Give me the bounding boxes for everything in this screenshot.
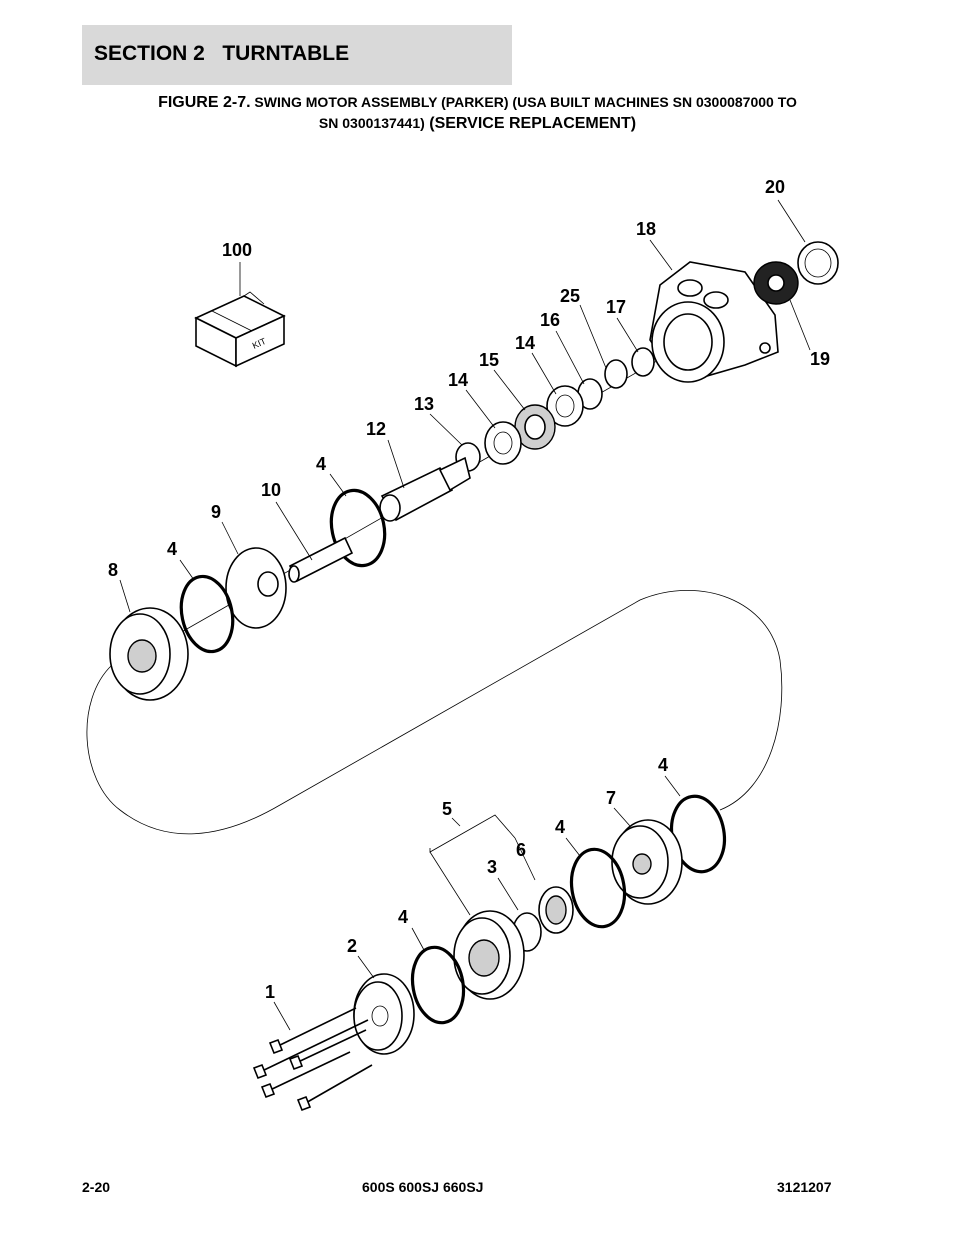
callout-2: 2 (347, 936, 357, 956)
o-ring-upper (329, 488, 387, 568)
service-replacement-note: (SERVICE REPLACEMENT) (424, 115, 637, 132)
o-ring-lower-left (410, 945, 466, 1025)
dust-ring-inner (804, 248, 832, 278)
callout-14-upper: 14 (515, 333, 535, 353)
retaining-ring-17 (631, 347, 655, 377)
callout-1: 1 (265, 982, 275, 1002)
callout-4-shaft: 4 (316, 454, 326, 474)
callout-9: 9 (211, 502, 221, 522)
thrust-washer-14b (484, 421, 522, 465)
assembly-connector-loop (86, 589, 783, 835)
callout-5: 5 (442, 799, 452, 819)
callout-16: 16 (540, 310, 560, 330)
serial-range-end: SN 0300137441) (318, 115, 425, 131)
thrust-washer-14b-inner (493, 431, 513, 455)
callout-18: 18 (636, 219, 656, 239)
rotor-ring-6-inner (545, 895, 567, 925)
motor-housing (649, 261, 779, 383)
callout-15: 15 (479, 350, 499, 370)
kit-box-icon: KIT (194, 291, 286, 368)
callout-17: 17 (606, 297, 626, 317)
callout-100: 100 (222, 240, 252, 260)
dust-ring (797, 241, 839, 285)
thrust-washer-14a-inner (555, 394, 575, 418)
o-ring-lower-center (569, 847, 627, 929)
callout-4-rotor: 4 (555, 817, 565, 837)
page-number: 2-20 (82, 1179, 111, 1195)
callout-3: 3 (487, 857, 497, 877)
callout-4-valve: 4 (658, 755, 668, 775)
wear-plate (225, 547, 287, 629)
drive-shaft (288, 536, 354, 583)
model-numbers: 600S 600SJ 660SJ (362, 1179, 484, 1195)
end-cap (109, 607, 189, 701)
cap-screws (252, 1007, 373, 1112)
figure-caption: FIGURE 2-7. SWING MOTOR ASSEMBLY (PARKER… (60, 92, 895, 134)
callout-25: 25 (560, 286, 580, 306)
figure-caption-line-2: SN 0300137441) (SERVICE REPLACEMENT) (60, 113, 895, 134)
callout-8: 8 (108, 560, 118, 580)
o-ring-middle (179, 574, 235, 654)
callout-14-lower: 14 (448, 370, 468, 390)
callout-4-endcap: 4 (167, 539, 177, 559)
figure-number: FIGURE 2-7. (158, 94, 251, 111)
callout-6: 6 (516, 840, 526, 860)
shaft-seal-bore (767, 274, 785, 292)
callout-4-manifold: 4 (398, 907, 408, 927)
figure-caption-line-1: FIGURE 2-7. SWING MOTOR ASSEMBLY (PARKER… (60, 92, 895, 113)
leader-lines (119, 199, 811, 1031)
manifold-plate (353, 973, 415, 1055)
valve-plate (611, 819, 683, 905)
gerotor-set (453, 910, 525, 1000)
retaining-ring-25 (604, 359, 628, 389)
callout-12: 12 (366, 419, 386, 439)
callout-13: 13 (414, 394, 434, 414)
thrust-washer-14a (546, 385, 584, 427)
callout-7: 7 (606, 788, 616, 808)
section-title: SECTION 2 TURNTABLE (94, 42, 350, 65)
callout-10: 10 (261, 480, 281, 500)
thrust-bearing-15-inner (524, 414, 546, 440)
document-number: 3121207 (777, 1179, 832, 1195)
section-header: SECTION 2 TURNTABLE (82, 25, 512, 85)
figure-description: SWING MOTOR ASSEMBLY (PARKER) (USA BUILT… (250, 94, 797, 110)
callout-19: 19 (810, 349, 830, 369)
callout-20: 20 (765, 177, 785, 197)
output-shaft (379, 456, 471, 522)
